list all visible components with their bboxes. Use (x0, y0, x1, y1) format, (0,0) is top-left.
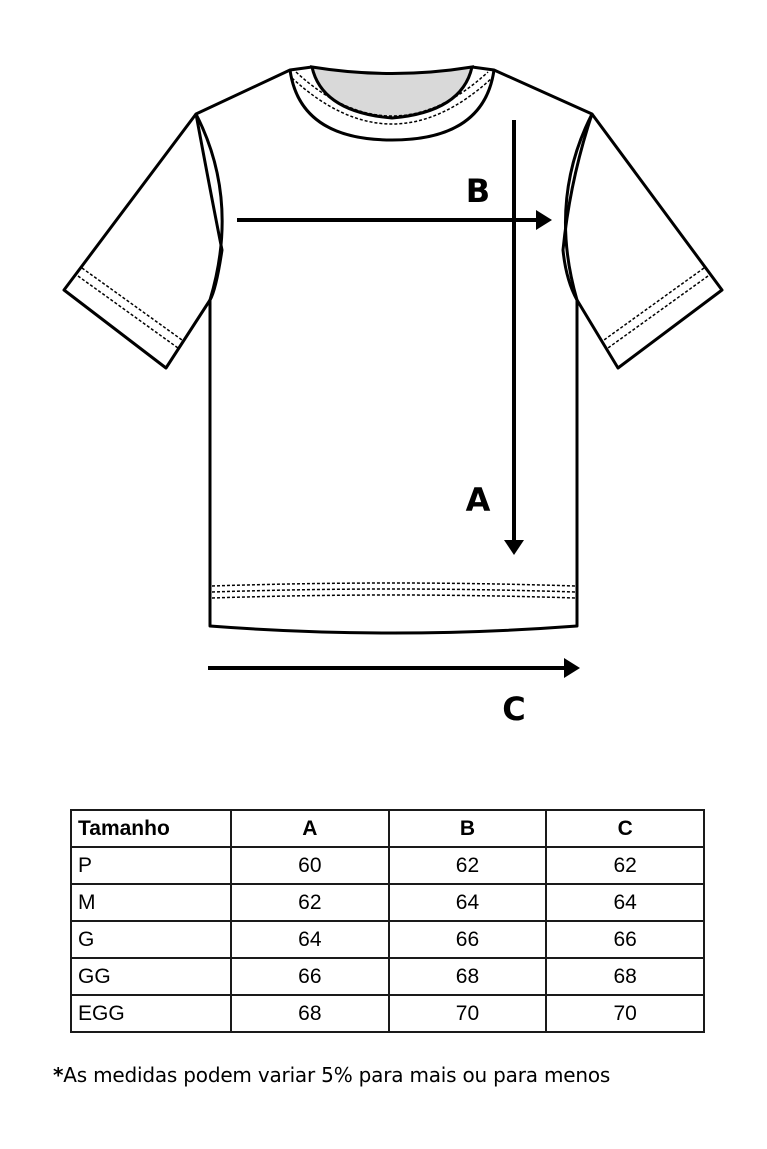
value-c-cell: 66 (545, 920, 705, 959)
left-cuff-stitch-2 (77, 275, 179, 349)
right-cuff-stitch (603, 267, 705, 341)
header-c: C (545, 809, 705, 848)
collar-inner (310, 65, 474, 120)
size-table: Tamanho A B C P 60 62 62 M 62 64 64 G 64… (70, 809, 705, 1033)
hem-stitch (211, 582, 576, 587)
left-sleeve-seam (194, 113, 224, 301)
left-cuff-stitch (81, 267, 183, 341)
size-cell: EGG (70, 994, 232, 1033)
value-a-cell: 68 (230, 994, 390, 1033)
value-a-cell: 66 (230, 957, 390, 996)
arrow-c-head (564, 658, 580, 678)
value-b-cell: 70 (387, 994, 548, 1033)
arrow-b-head (536, 210, 552, 230)
label-c: C (502, 690, 525, 728)
table-row: EGG 68 70 70 (70, 994, 705, 1033)
value-a-cell: 60 (230, 846, 390, 885)
header-a: A (230, 809, 390, 848)
right-sleeve (575, 113, 724, 370)
value-a-cell: 62 (230, 883, 390, 922)
value-c-cell: 62 (545, 846, 705, 885)
collar-outer (288, 69, 496, 142)
left-sleeve (62, 113, 212, 370)
right-sleeve-seam (563, 113, 594, 301)
table-row: GG 66 68 68 (70, 957, 705, 996)
value-b-cell: 66 (387, 920, 548, 959)
collar-stitch (295, 71, 489, 117)
hem-stitch-2 (211, 588, 576, 593)
tshirt-body (194, 65, 594, 635)
header-tamanho: Tamanho (70, 809, 232, 848)
collar-stitch-2 (291, 77, 493, 125)
arrow-a-head (504, 540, 524, 555)
label-a: A (466, 481, 491, 519)
value-c-cell: 70 (545, 994, 705, 1033)
table-header-row: Tamanho A B C (70, 809, 705, 848)
right-cuff-stitch-2 (607, 275, 709, 349)
value-a-cell: 64 (230, 920, 390, 959)
value-c-cell: 68 (545, 957, 705, 996)
measurement-disclaimer: *As medidas podem variar 5% para mais ou… (53, 1063, 610, 1087)
value-b-cell: 62 (387, 846, 548, 885)
value-b-cell: 68 (387, 957, 548, 996)
table-row: M 62 64 64 (70, 883, 705, 922)
header-b: B (387, 809, 548, 848)
size-cell: GG (70, 957, 232, 996)
size-cell: G (70, 920, 232, 959)
size-cell: P (70, 846, 232, 885)
hem-stitch-3 (211, 594, 576, 599)
tshirt-measurement-diagram: B A C (62, 65, 724, 728)
footnote-text: As medidas podem variar 5% para mais ou … (63, 1063, 611, 1087)
table-row: P 60 62 62 (70, 846, 705, 885)
value-c-cell: 64 (545, 883, 705, 922)
size-cell: M (70, 883, 232, 922)
label-b: B (466, 172, 490, 210)
table-row: G 64 66 66 (70, 920, 705, 959)
footnote-asterisk: * (53, 1063, 64, 1087)
value-b-cell: 64 (387, 883, 548, 922)
